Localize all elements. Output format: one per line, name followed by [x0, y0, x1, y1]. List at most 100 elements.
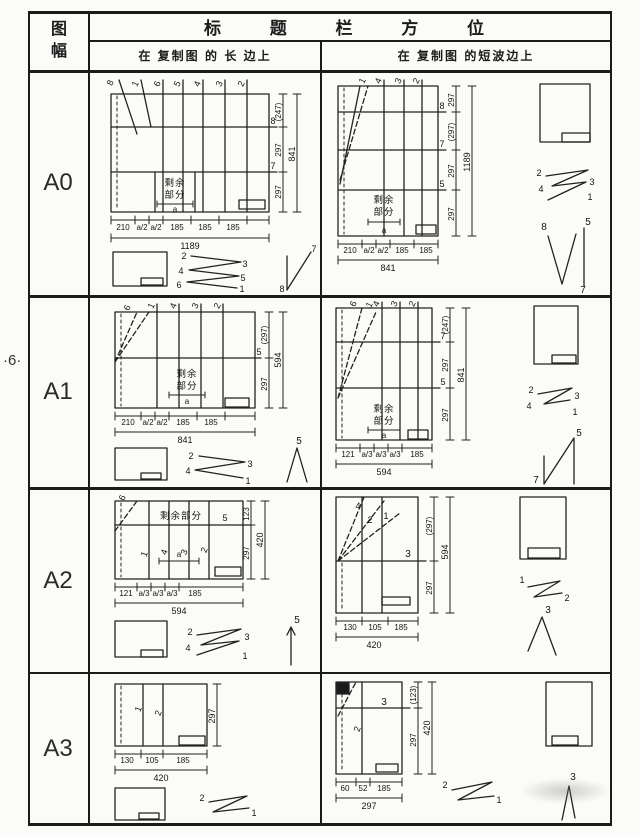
- seg-label: 185: [410, 450, 424, 459]
- subheader-short-edge: 在 复制图 的短波边上: [397, 49, 535, 63]
- fold-order-num: 1: [572, 407, 577, 417]
- center-column-divider: [320, 40, 322, 826]
- dimension-lines: [335, 681, 437, 803]
- fold-number: 2: [153, 709, 164, 717]
- fold-order-num: 4: [526, 401, 531, 411]
- seg-label: 185: [419, 246, 433, 255]
- fold-order-num: 8: [279, 284, 284, 294]
- fold-order-num: 5: [240, 273, 245, 283]
- final-fold-peak: [286, 447, 308, 483]
- seg-label: 210: [121, 418, 135, 427]
- final-fold-diagram: [286, 251, 312, 291]
- dim-label: 297: [242, 546, 251, 560]
- header-char-1: 图: [50, 21, 67, 39]
- fold-order-zigzag: [527, 580, 563, 598]
- dim-label: 297: [409, 733, 418, 747]
- seg-label: a/3: [138, 589, 150, 598]
- seg-label: 210: [343, 246, 357, 255]
- fold-order-num: 3: [589, 177, 594, 187]
- cell-a3-long-edge: 1 2 297 130 105 185 420 2 1: [91, 674, 319, 821]
- dim-label: (297): [425, 516, 434, 535]
- table-border-left: [28, 11, 30, 826]
- page-number-note: ·6·: [3, 352, 22, 369]
- fold-number: 1: [139, 550, 150, 558]
- total-label: 420: [153, 773, 168, 783]
- fold-number: 3: [393, 76, 404, 85]
- fold-order-num: 5: [296, 436, 302, 447]
- seg-label: a/2: [156, 418, 168, 427]
- seg-label: 185: [176, 418, 190, 427]
- sheet-size-column-header: 图 幅: [30, 13, 88, 69]
- folded-sheet-icon: [539, 83, 591, 143]
- fold-order-num: 7: [311, 244, 316, 254]
- final-fold-n-diagram: [543, 437, 575, 485]
- dim-label: (247): [441, 315, 450, 334]
- diagram-a0-short-edge: 1 4 3 2 8 7 5 297 (297) 297 297 1189 剩余 …: [337, 76, 595, 294]
- fold-number: 3: [190, 301, 201, 310]
- fold-order-num: 3: [244, 632, 249, 642]
- final-fold-arrow: [286, 626, 296, 666]
- fold-order-num: 2: [181, 251, 186, 261]
- fold-number: 2: [367, 515, 372, 525]
- fold-number: 2: [236, 79, 247, 88]
- fold-number: 2: [212, 301, 223, 310]
- fold-order-num: 4: [185, 643, 190, 653]
- fold-order-num: 1: [239, 284, 244, 294]
- dim-label: (297): [447, 122, 456, 141]
- dim-label: 123: [242, 507, 251, 521]
- diagram-a1-short-edge: 6 1 4 3 2 7 5 (247) 297 297 841 剩余 部分 a …: [335, 299, 582, 486]
- remaining-a-label: a: [382, 226, 387, 235]
- folded-sheet-icon: [114, 447, 168, 481]
- remaining-part-label: 剩余: [164, 177, 185, 189]
- table-border-top: [28, 11, 612, 14]
- row-label-a1: A1: [43, 377, 73, 405]
- fold-number: 3: [389, 299, 400, 308]
- fold-number: 4: [355, 501, 360, 511]
- fold-number: 2: [411, 76, 422, 85]
- fold-number: 6: [117, 493, 128, 502]
- remaining-part-label: 部分: [164, 189, 185, 201]
- cell-a2-long-edge: 6 1 4 3 2 5 剩余部分 a 123 297 420 121 a/3 a…: [91, 489, 319, 672]
- final-fold-m-diagram: [547, 227, 585, 287]
- folded-sheet-icon: [114, 620, 168, 658]
- dim-label: 297: [425, 581, 434, 595]
- scan-smudge: [520, 778, 610, 804]
- remaining-part-label: 部分: [176, 380, 197, 392]
- seg-label: a/3: [375, 450, 387, 459]
- sheet-outline: [335, 496, 427, 614]
- seg-label: 105: [368, 623, 382, 632]
- fold-order-num: 1: [251, 808, 256, 818]
- dimension-lines: [335, 307, 471, 469]
- seg-label: 185: [226, 223, 240, 232]
- dimension-lines: [337, 85, 477, 265]
- seg-label: a/2: [377, 246, 389, 255]
- fold-order-num: 5: [294, 615, 300, 626]
- seg-label: 185: [198, 223, 212, 232]
- fold-marker: 5: [440, 377, 445, 387]
- fold-marker: 8: [439, 101, 444, 111]
- dim-total: 841: [287, 146, 297, 161]
- fold-number: 1: [133, 705, 144, 713]
- fold-order-num: 2: [187, 627, 192, 637]
- fold-order-num: 4: [185, 466, 190, 476]
- fold-marker: 8: [270, 116, 275, 126]
- row-label-a0: A0: [43, 169, 73, 196]
- cell-a0-long-edge: 8 1 6 5 4 3 2 8 7 (247) 297 297 841 剩余 部…: [91, 72, 319, 294]
- dim-label: (247): [274, 102, 283, 121]
- folded-sheet-icon: [112, 251, 168, 287]
- fold-number: 2: [352, 725, 363, 733]
- fold-order-num: 5: [585, 217, 591, 228]
- fold-order-zigzag: [451, 781, 495, 801]
- fold-order-num: 4: [178, 266, 183, 276]
- dim-label: (297): [260, 325, 269, 344]
- seg-label: a/3: [166, 589, 178, 598]
- fold-order-num: 3: [545, 605, 551, 616]
- remaining-part-label: 剩余: [373, 194, 394, 206]
- dim-label: 297: [447, 93, 456, 107]
- fold-order-num: 1: [496, 795, 501, 805]
- title-row-divider: [90, 40, 612, 42]
- fold-marker: 5: [439, 179, 444, 189]
- remaining-part-label: 剩余: [373, 403, 394, 415]
- total-label: 297: [361, 801, 376, 811]
- dimension-lines: [114, 683, 222, 775]
